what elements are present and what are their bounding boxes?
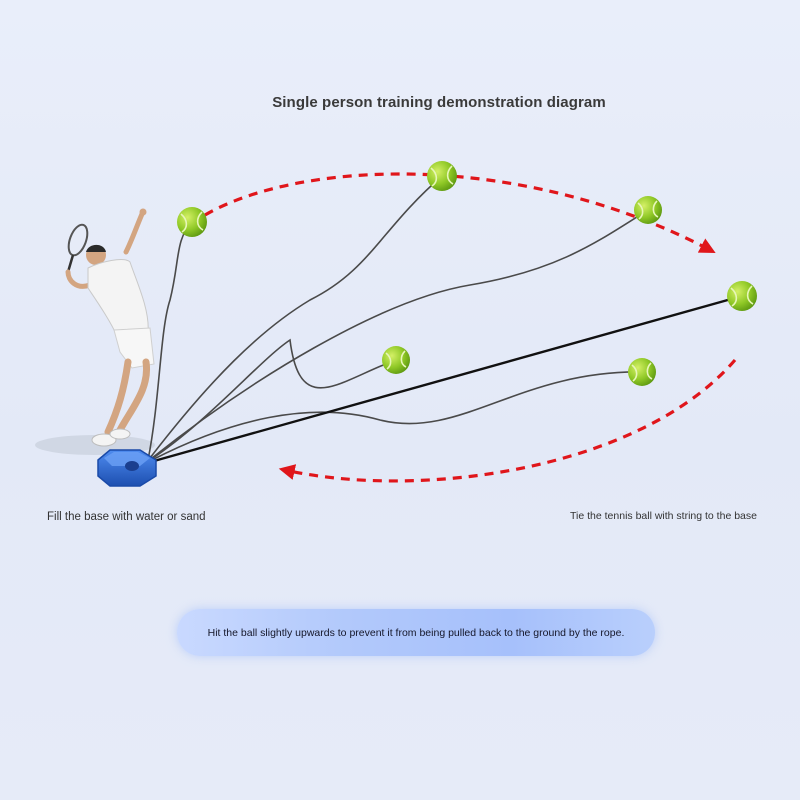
- base-caption: Fill the base with water or sand: [47, 511, 206, 523]
- tennis-ball-icon: [177, 207, 207, 237]
- tennis-balls: [177, 161, 757, 386]
- tennis-ball-icon: [727, 281, 757, 311]
- rope-to-ball-2: [149, 175, 443, 459]
- training-base-icon: [97, 449, 157, 487]
- string-caption: Tie the tennis ball with string to the b…: [570, 510, 757, 522]
- arrow-top: [204, 172, 716, 253]
- tennis-ball-icon: [634, 196, 662, 224]
- tennis-ball-icon: [382, 346, 410, 374]
- tip-banner-text: Hit the ball slightly upwards to prevent…: [207, 626, 625, 639]
- arrow-bottom: [278, 358, 737, 483]
- tip-banner: Hit the ball slightly upwards to prevent…: [177, 609, 655, 656]
- ropes: [147, 175, 649, 461]
- rope-to-ball-4: [149, 338, 397, 461]
- diagram-title: Single person training demonstration dia…: [272, 94, 606, 111]
- tennis-ball-icon: [427, 161, 457, 191]
- rope-to-ball-5: [151, 371, 643, 461]
- rope-straight: [153, 294, 743, 463]
- tennis-ball-icon: [628, 358, 656, 386]
- rope-to-ball-3: [151, 209, 649, 459]
- rope-to-ball-1: [147, 221, 193, 461]
- tennis-player-icon: [65, 208, 155, 447]
